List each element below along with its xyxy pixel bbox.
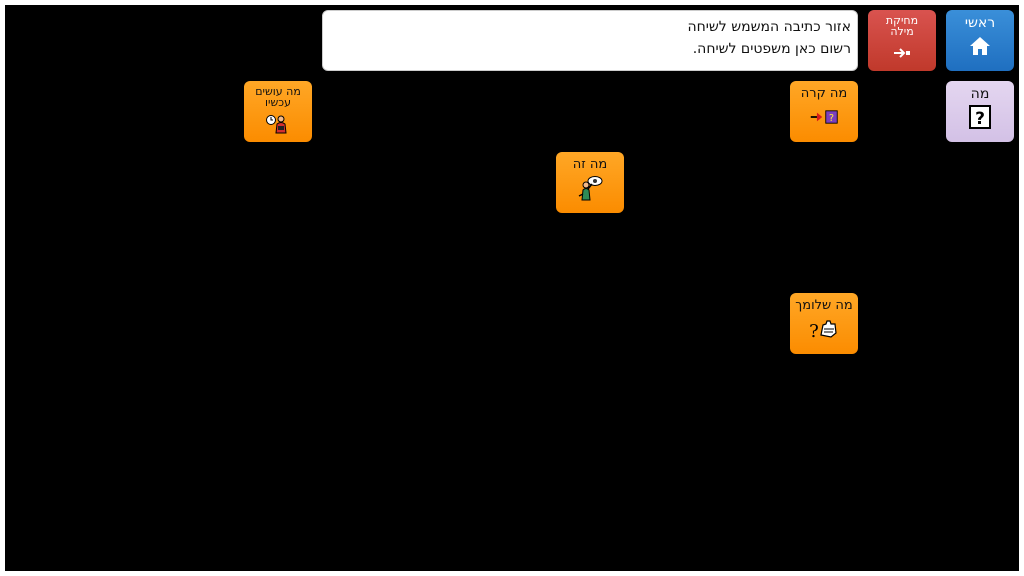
tile-what-doing-now[interactable]: מה עושים עכשיו xyxy=(244,81,312,142)
arrow-question-icon: ? xyxy=(809,105,839,129)
composer-line-2: רשום כאן משפטים לשיחה. xyxy=(692,41,851,57)
person-eye-icon xyxy=(575,176,605,201)
delete-word-button[interactable]: מחיקת מילה xyxy=(868,10,936,71)
svg-text:?: ? xyxy=(809,321,819,341)
question-box-icon: ? xyxy=(965,105,995,129)
tile-what-happened-label: מה קרה xyxy=(800,86,848,101)
tile-what-is-this-label: מה זה xyxy=(572,157,608,172)
home-icon xyxy=(965,34,995,58)
board-background xyxy=(5,5,1019,571)
tile-what-is-this[interactable]: מה זה xyxy=(556,152,624,213)
home-label: ראשי xyxy=(964,15,996,31)
composer-textarea[interactable]: אזור כתיבה המשמש לשיחה רשום כאן משפטים ל… xyxy=(322,10,858,71)
svg-text:?: ? xyxy=(975,109,985,129)
tile-what-happened[interactable]: מה קרה ? xyxy=(790,81,858,142)
question-hand-icon: ? xyxy=(809,317,839,341)
home-button[interactable]: ראשי xyxy=(946,10,1014,71)
person-clock-icon xyxy=(263,112,293,136)
tile-what-doing-now-label: מה עושים עכשיו xyxy=(255,85,301,109)
tile-how-are-you[interactable]: מה שלומך ? xyxy=(790,293,858,354)
tile-what[interactable]: מה ? xyxy=(946,81,1014,142)
svg-text:?: ? xyxy=(829,113,834,124)
delete-word-label: מחיקת מילה xyxy=(885,14,919,38)
tile-what-label: מה xyxy=(970,86,990,102)
backspace-icon xyxy=(887,41,917,65)
composer-line-1: אזור כתיבה המשמש לשיחה xyxy=(687,19,851,35)
tile-how-are-you-label: מה שלומך xyxy=(795,298,853,313)
